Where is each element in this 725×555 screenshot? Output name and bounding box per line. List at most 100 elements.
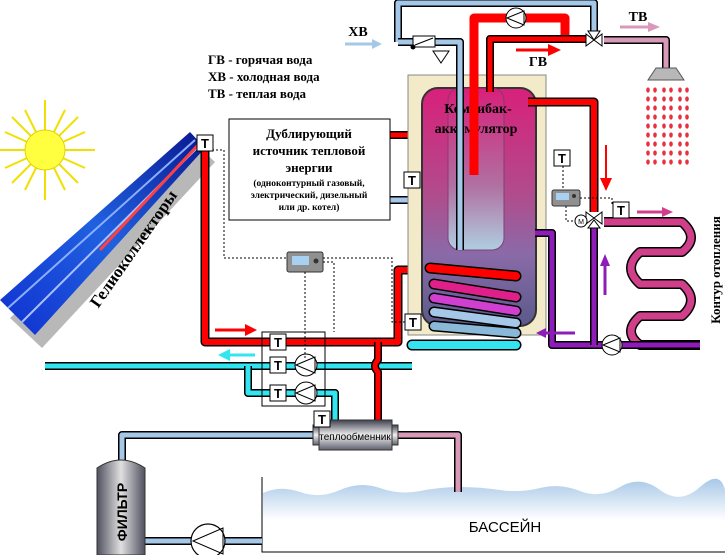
control-wiring bbox=[212, 149, 613, 360]
water-drop bbox=[646, 159, 650, 165]
backup-note-3: или др. котел) bbox=[279, 202, 340, 213]
heating-controller-icon[interactable] bbox=[551, 189, 581, 207]
legend: ГВ - горячая вода ХВ - холодная вода ТВ … bbox=[208, 52, 320, 101]
water-drop bbox=[646, 87, 650, 93]
backup-note-1: (одноконтурный газовый, bbox=[253, 178, 365, 189]
pool-label: БАССЕЙН bbox=[469, 518, 541, 536]
water-drop bbox=[646, 132, 650, 138]
water-drop bbox=[685, 114, 689, 120]
water-drop bbox=[678, 141, 682, 147]
water-drop bbox=[685, 123, 689, 129]
heating-mixing-valve-icon[interactable] bbox=[585, 211, 603, 229]
hot-water-label: ГВ bbox=[529, 55, 547, 70]
water-drop bbox=[669, 150, 673, 156]
water-drop bbox=[678, 114, 682, 120]
dhw-circulation-pump-icon[interactable] bbox=[505, 7, 527, 29]
water-drop bbox=[678, 96, 682, 102]
water-drop bbox=[653, 123, 657, 129]
water-drop bbox=[653, 141, 657, 147]
water-drop bbox=[653, 150, 657, 156]
sensor-label: T bbox=[409, 315, 417, 330]
sensor-label: T bbox=[201, 136, 209, 151]
mixing-valve-icon[interactable] bbox=[585, 30, 603, 47]
tank-coil bbox=[406, 262, 522, 351]
sun-icon bbox=[0, 100, 95, 200]
water-drop bbox=[669, 96, 673, 102]
heating-flow-arrows bbox=[536, 145, 673, 338]
water-drop bbox=[662, 150, 666, 156]
combi-tank: Комбибак- аккумулятор bbox=[406, 74, 547, 351]
water-drop bbox=[646, 114, 650, 120]
sensor-label: T bbox=[274, 358, 282, 373]
water-drop bbox=[669, 87, 673, 93]
solar-controller-icon[interactable] bbox=[286, 251, 324, 273]
legend-cold: ХВ - холодная вода bbox=[208, 69, 320, 84]
valve-motor-icon: M bbox=[574, 214, 588, 228]
water-drop bbox=[653, 96, 657, 102]
solar-pump-1-icon[interactable] bbox=[294, 353, 318, 377]
pool: БАССЕЙН bbox=[261, 477, 725, 553]
heating-pump-icon[interactable] bbox=[601, 334, 623, 356]
warm-water-label: ТВ bbox=[629, 10, 648, 25]
water-drop bbox=[685, 141, 689, 147]
cold-water-label: ХВ bbox=[348, 25, 367, 40]
water-drop bbox=[662, 114, 666, 120]
water-drop bbox=[653, 159, 657, 165]
water-drop bbox=[662, 96, 666, 102]
water-drop bbox=[678, 132, 682, 138]
motor-label: M bbox=[578, 219, 584, 226]
water-drop bbox=[662, 159, 666, 165]
water-drop bbox=[653, 114, 657, 120]
water-drop bbox=[678, 105, 682, 111]
water-drop bbox=[646, 96, 650, 102]
water-drop bbox=[678, 159, 682, 165]
solar-pump-2-icon[interactable] bbox=[294, 381, 318, 405]
sensor-label: T bbox=[274, 335, 282, 350]
pump-group-frame bbox=[261, 331, 326, 407]
heating-circuit-label: Контур отопления bbox=[708, 216, 723, 324]
temperature-sensor-icon: T bbox=[553, 149, 571, 167]
water-drop bbox=[685, 87, 689, 93]
temperature-sensor-icon: T bbox=[196, 134, 214, 152]
legend-warm: ТВ - теплая вода bbox=[208, 86, 307, 101]
water-drop bbox=[678, 87, 682, 93]
water-drop bbox=[646, 123, 650, 129]
water-drop bbox=[678, 123, 682, 129]
filter: ФИЛЬТР bbox=[96, 459, 146, 555]
solar-pipes bbox=[45, 150, 412, 420]
backup-line-3: энергии bbox=[286, 160, 334, 175]
heating-pipes bbox=[535, 217, 700, 350]
water-drop bbox=[662, 141, 666, 147]
water-drop bbox=[653, 132, 657, 138]
water-drop bbox=[669, 132, 673, 138]
water-drop bbox=[653, 87, 657, 93]
solar-collector: Гелиоколлекторы bbox=[0, 132, 215, 348]
water-drop bbox=[669, 123, 673, 129]
pool-pump-icon[interactable] bbox=[190, 523, 226, 555]
sensor-label: T bbox=[617, 203, 625, 218]
temperature-sensor-icon: T bbox=[269, 356, 287, 374]
water-drop bbox=[662, 123, 666, 129]
check-valve-icon[interactable] bbox=[410, 35, 450, 64]
water-drop bbox=[685, 105, 689, 111]
water-drop bbox=[669, 141, 673, 147]
water-drop bbox=[662, 105, 666, 111]
water-drop bbox=[669, 159, 673, 165]
water-drop bbox=[662, 132, 666, 138]
water-drop bbox=[685, 150, 689, 156]
water-drop bbox=[669, 105, 673, 111]
water-drop bbox=[678, 150, 682, 156]
temperature-sensor-icon: T bbox=[404, 313, 422, 331]
solar-flow-arrows bbox=[215, 324, 257, 361]
water-drop bbox=[685, 132, 689, 138]
backup-heat-source-box: Дублирующий источник тепловой энергии (о… bbox=[228, 118, 391, 221]
water-drop bbox=[685, 96, 689, 102]
water-drop bbox=[685, 159, 689, 165]
sensor-label: T bbox=[558, 151, 566, 166]
temperature-sensor-icon: T bbox=[403, 171, 421, 189]
temperature-sensor-icon: T bbox=[269, 384, 287, 402]
water-drop bbox=[646, 150, 650, 156]
sensor-label: T bbox=[408, 173, 416, 188]
